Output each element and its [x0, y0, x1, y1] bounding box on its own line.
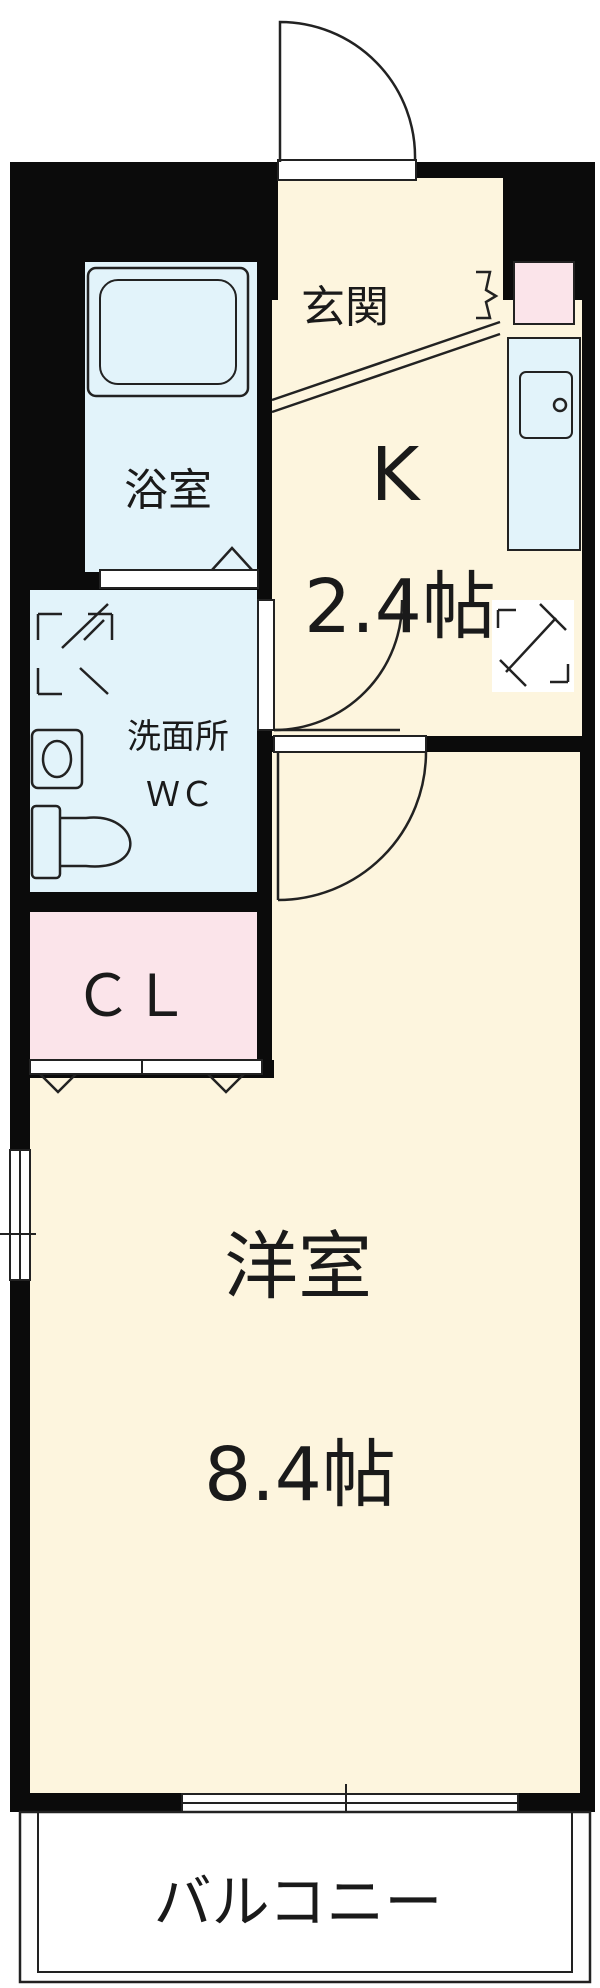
genkan-step-line-2	[271, 332, 501, 414]
toilet-icon	[30, 804, 132, 880]
balcony-label: バルコニー	[154, 1868, 443, 1936]
closet-door-fold-right-icon	[207, 1073, 245, 1094]
western-room-upper-floor	[272, 752, 580, 1092]
closet-floor	[30, 912, 257, 1060]
bathtub-icon	[86, 266, 250, 398]
bath-label: 浴室	[124, 465, 212, 516]
entrance-door-opening	[277, 159, 417, 181]
closet-label: ＣＬ	[74, 962, 190, 1030]
bath-door	[99, 569, 259, 589]
kitchen-faucet-icon	[552, 397, 568, 413]
kitchen-sink-icon	[519, 371, 573, 439]
balcony-outline	[18, 1810, 592, 1984]
sink-icon	[30, 728, 84, 790]
sink-bowl-icon	[41, 739, 73, 779]
western-room-floor	[30, 1078, 580, 1793]
genkan-label: 玄関	[301, 282, 389, 333]
kitchen-counter	[507, 337, 581, 551]
entrance-door-leaf	[278, 20, 417, 162]
kitchen-size-label: 2.4帖	[304, 564, 496, 650]
bathtub-inner-icon	[99, 279, 237, 385]
western-room-label: 洋室	[224, 1224, 372, 1310]
genkan-step-line	[271, 320, 501, 402]
western-room-size-label: 8.4帖	[204, 1432, 396, 1518]
refrigerator-space-icon	[492, 600, 574, 692]
kitchen-label: K	[371, 432, 422, 518]
washroom-door-swing	[273, 599, 404, 732]
closet-wall	[262, 1060, 274, 1078]
washing-machine-space-icon	[36, 603, 114, 696]
washroom-wc-label: ＷＣ	[146, 775, 214, 815]
shoe-box-icon	[513, 261, 575, 325]
washroom-door-opening	[257, 599, 275, 731]
closet-door-rail	[29, 1059, 263, 1075]
bath-door-fold-icon	[211, 546, 253, 571]
shoe-box-handle-icon	[476, 270, 499, 320]
closet-door-fold-left-icon	[39, 1073, 77, 1094]
western-door-opening	[273, 735, 427, 753]
balcony-inner-rail	[37, 1811, 573, 1973]
washroom-label: 洗面所	[127, 717, 229, 757]
western-door-swing	[277, 751, 428, 902]
